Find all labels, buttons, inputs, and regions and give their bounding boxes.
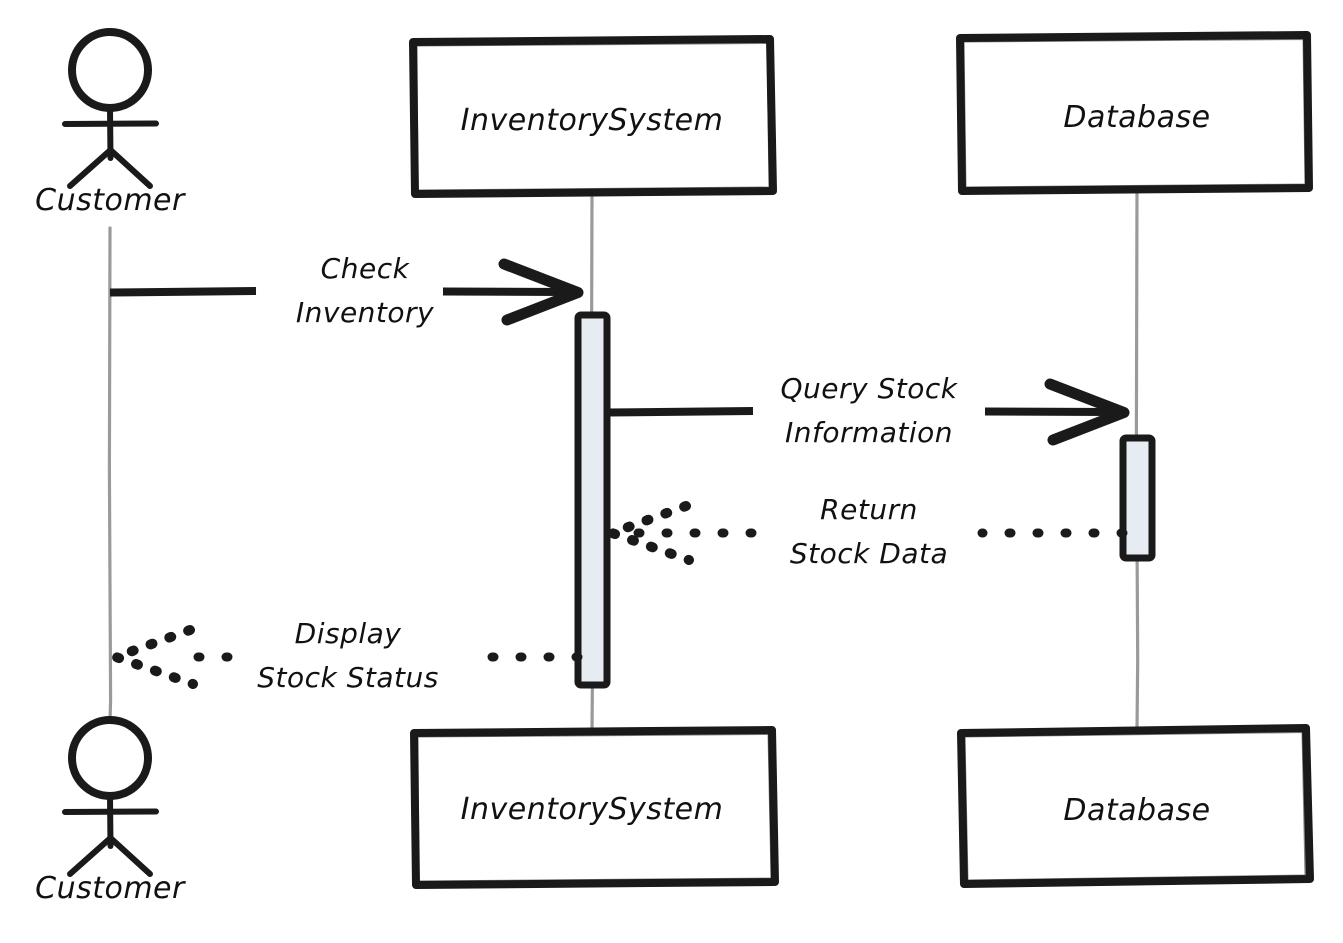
message-label: Query Stock [781, 372, 959, 405]
actor-legs-icon [67, 147, 153, 189]
lifeline-customer [107, 226, 113, 724]
participant-box-inventorysystem-bottom[interactable]: InventorySystem [410, 726, 779, 889]
message-label: Information [785, 416, 953, 449]
message-label: Check [321, 252, 411, 285]
actor-head-icon [68, 716, 152, 800]
activation-bars [574, 311, 1156, 689]
activation-bar-inventorysystem[interactable] [574, 311, 611, 689]
actor-head-icon [68, 28, 152, 112]
message-line [109, 287, 257, 297]
message-label: Stock Data [790, 537, 948, 570]
actor-customer-bottom[interactable]: Customer [35, 716, 186, 906]
arrowhead-filled-icon [498, 258, 584, 326]
lifelines [107, 188, 1140, 734]
message-display-stock-status[interactable]: Display Stock Status [101, 617, 583, 694]
arrowhead-filled-icon [1044, 378, 1130, 446]
arrowhead-open-icon [101, 625, 198, 689]
message-label: Display [295, 617, 402, 650]
actor-arms-icon [62, 808, 159, 815]
message-label: Inventory [296, 296, 434, 329]
participant-box-database-bottom[interactable]: Database [957, 724, 1314, 888]
participant-boxes: InventorySystem InventorySystem Database… [409, 31, 1314, 889]
message-check-inventory[interactable]: Check Inventory [109, 252, 584, 329]
message-return-stock-data[interactable]: Return Stock Data [597, 493, 1128, 570]
participant-box-database-bottom-label: Database [1063, 793, 1210, 828]
participant-box-database-top[interactable]: Database [956, 31, 1313, 195]
participant-box-inventorysystem-top[interactable]: InventorySystem [409, 35, 777, 198]
actor-arms-icon [62, 120, 159, 127]
participant-box-inventorysystem-top-label: InventorySystem [461, 103, 724, 138]
message-label: Stock Status [257, 661, 439, 694]
participant-box-database-top-label: Database [1063, 100, 1210, 135]
message-line [984, 407, 1114, 416]
actor-customer-top[interactable]: Customer [35, 28, 186, 218]
actor-legs-icon [67, 835, 153, 877]
message-label: Return [820, 493, 918, 526]
activation-bar-database[interactable] [1119, 434, 1156, 562]
actor-customer-top-label: Customer [35, 183, 186, 218]
arrowhead-open-icon [597, 501, 694, 565]
message-line [442, 287, 569, 296]
message-query-stock-information[interactable]: Query Stock Information [606, 372, 1130, 449]
participant-box-inventorysystem-bottom-label: InventorySystem [461, 792, 724, 827]
actor-customer-bottom-label: Customer [35, 871, 186, 906]
message-line [606, 407, 754, 417]
